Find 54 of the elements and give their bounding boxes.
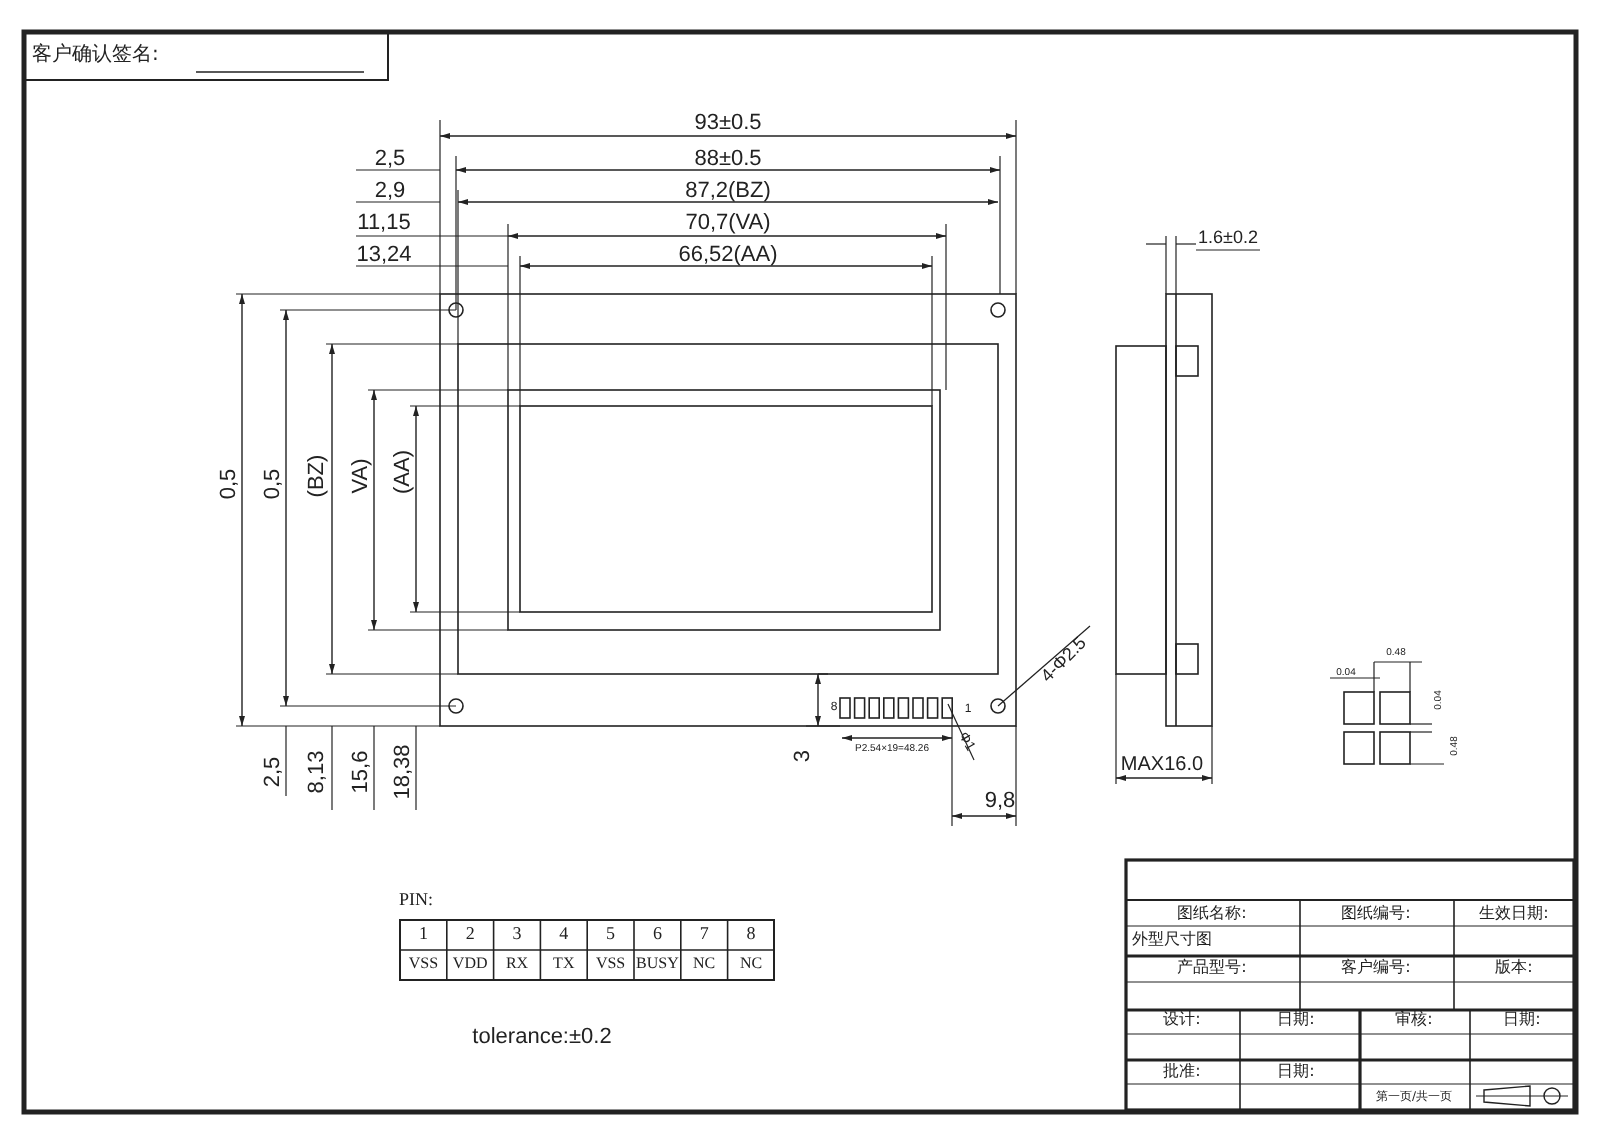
- title-block-label: 审核:: [1395, 1012, 1433, 1028]
- pin-name: BUSY: [636, 956, 679, 972]
- pin-name: VSS: [595, 956, 626, 972]
- pin-name: NC: [739, 956, 763, 972]
- pin-number: 7: [699, 925, 709, 943]
- tolerance-note: tolerance:±0.2: [472, 1027, 612, 1049]
- dimension-label: (AA): [393, 450, 415, 494]
- dimension-label: 2,5: [374, 149, 406, 171]
- title-block-label: 产品型号:: [1177, 960, 1247, 976]
- dimension-label: 70,7(VA): [685, 213, 771, 235]
- title-block-label: 生效日期:: [1479, 906, 1549, 922]
- dimension-label: 9,8: [984, 791, 1016, 813]
- title-block-label: 设计:: [1163, 1012, 1201, 1028]
- pin-number: 5: [606, 925, 616, 943]
- pin-number: 4: [559, 925, 569, 943]
- title-block-label: 外型尺寸图: [1132, 932, 1212, 948]
- pin-number: 6: [652, 925, 662, 943]
- pin-name: NC: [693, 956, 716, 972]
- dimension-label: 66,52(AA): [678, 245, 778, 267]
- dimension-label: 2,5: [263, 756, 285, 788]
- pin-number: 3: [512, 925, 522, 943]
- title-block-label: 日期:: [1503, 1012, 1541, 1028]
- title-block-label: 版本:: [1495, 960, 1533, 976]
- dimension-label: 1.6±0.2: [1198, 229, 1258, 247]
- title-block-label: 客户编号:: [1341, 960, 1411, 976]
- table-heading: PIN:: [399, 891, 433, 909]
- dimension-label: 11,15: [357, 213, 411, 235]
- dimension-label: MAX16.0: [1120, 756, 1204, 776]
- dimension-label: VA): [351, 458, 373, 494]
- dimension-label: 15,6: [351, 750, 373, 794]
- dimension-label: 88±0.5: [694, 149, 762, 171]
- dimension-label: 0,5: [219, 468, 241, 500]
- dimension-label: 3: [793, 749, 815, 763]
- pin-name: VDD: [452, 956, 488, 972]
- dimension-label: 87,2(BZ): [685, 181, 771, 203]
- pin-number: 2: [465, 925, 475, 943]
- pin-number: 1: [418, 925, 428, 943]
- title-block-label: 图纸名称:: [1177, 906, 1247, 922]
- dimension-label: 18,38: [393, 744, 415, 800]
- pin-number: 8: [746, 925, 756, 943]
- pin-name: TX: [553, 956, 575, 972]
- dimension-label: 8,13: [307, 750, 329, 794]
- dimension-label: 2,9: [374, 181, 406, 203]
- title-block-label: 日期:: [1277, 1064, 1315, 1080]
- title-block-label: 日期:: [1277, 1012, 1315, 1028]
- dimension-label: 0,5: [263, 468, 285, 500]
- dimension-label: (BZ): [307, 454, 329, 498]
- dimension-label: 93±0.5: [694, 113, 762, 135]
- title-block-label: 批准:: [1163, 1064, 1201, 1080]
- title-block-label: 图纸编号:: [1341, 906, 1411, 922]
- pin-name: RX: [505, 956, 529, 972]
- dimension-label: 13,24: [356, 245, 412, 267]
- pin-name: VSS: [408, 956, 439, 972]
- signature-label: 客户确认签名:: [32, 46, 159, 66]
